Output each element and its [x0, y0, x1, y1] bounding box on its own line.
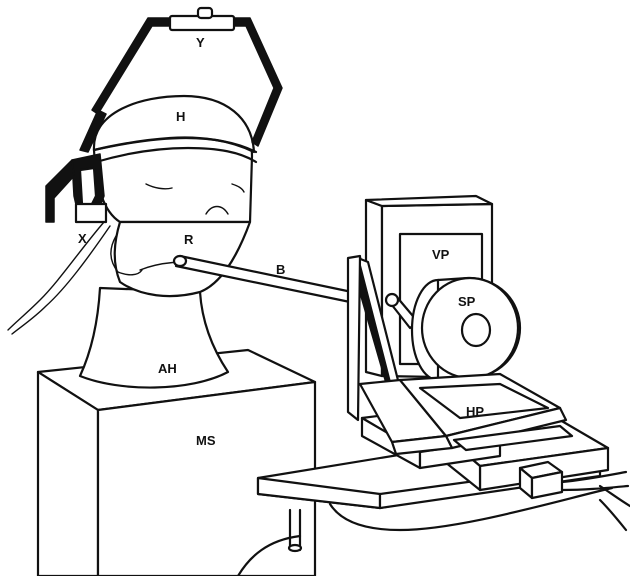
- label-b: B: [276, 262, 285, 277]
- specimen-holder: [348, 196, 572, 454]
- head-neck: [80, 288, 228, 388]
- label-h: H: [176, 109, 185, 124]
- label-ms: MS: [196, 433, 216, 448]
- label-sp: SP: [458, 294, 476, 309]
- label-y: Y: [196, 35, 205, 50]
- label-hp: HP: [466, 404, 484, 419]
- label-r: R: [184, 232, 194, 247]
- label-ah: AH: [158, 361, 177, 376]
- label-vp: VP: [432, 247, 450, 262]
- left-cable: [8, 222, 110, 334]
- label-x: X: [78, 231, 87, 246]
